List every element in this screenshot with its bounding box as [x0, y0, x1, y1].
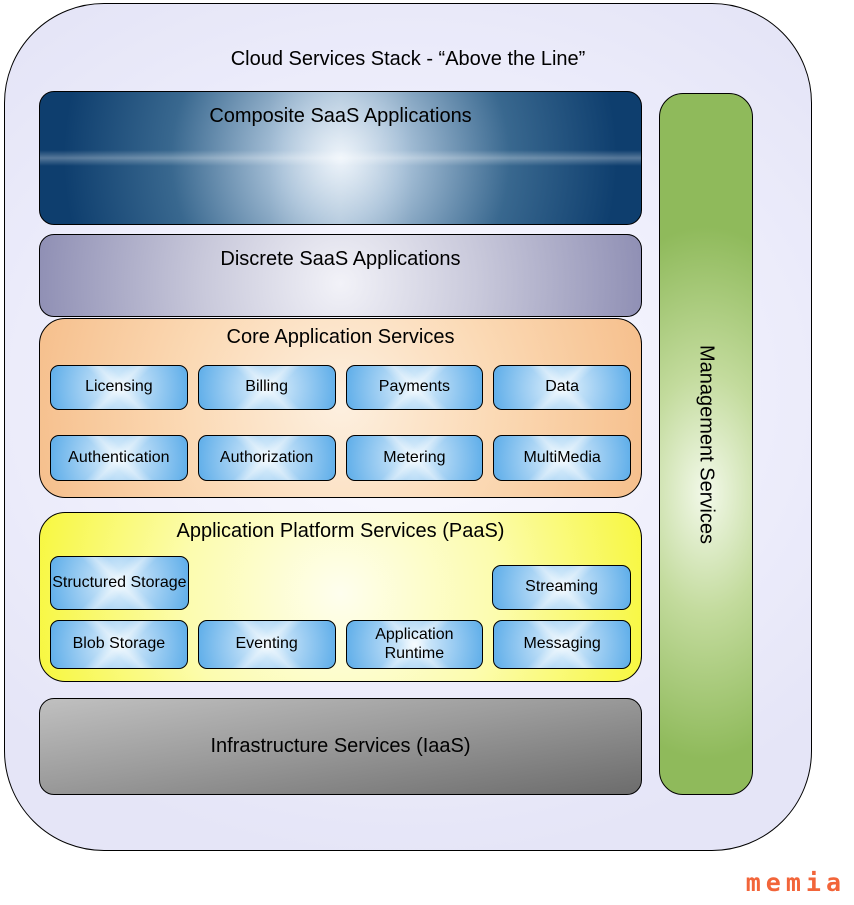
chip-authentication: Authentication — [50, 435, 188, 481]
paas-row-2: Blob Storage Eventing Application Runtim… — [50, 620, 631, 669]
paas-title: Application Platform Services (PaaS) — [176, 520, 505, 542]
core-row-2: Authentication Authorization Metering Mu… — [50, 435, 631, 481]
chip-messaging: Messaging — [493, 620, 631, 669]
composite-saas-box: Composite SaaS Applications — [39, 91, 642, 225]
chip-licensing: Licensing — [50, 365, 188, 410]
management-services-bar: Management Services — [659, 93, 753, 795]
core-services-title: Core Application Services — [226, 326, 455, 348]
iaas-label: Infrastructure Services (IaaS) — [210, 735, 471, 757]
chip-authorization: Authorization — [197, 435, 336, 481]
core-services-box: Core Application Services Licensing Bill… — [39, 318, 642, 498]
cloud-stack-container: Cloud Services Stack - “Above the Line” … — [4, 3, 812, 851]
chip-payments: Payments — [345, 365, 484, 410]
core-row-1: Licensing Billing Payments Data — [50, 365, 631, 410]
composite-saas-label: Composite SaaS Applications — [209, 105, 472, 127]
chip-metering: Metering — [345, 435, 484, 481]
management-services-label: Management Services — [695, 344, 718, 544]
iaas-box: Infrastructure Services (IaaS) — [39, 698, 642, 795]
chip-billing: Billing — [197, 365, 336, 410]
chip-blob-storage: Blob Storage — [50, 620, 188, 669]
chip-data: Data — [493, 365, 631, 410]
diagram-title: Cloud Services Stack - “Above the Line” — [230, 48, 586, 70]
paas-box: Application Platform Services (PaaS) Str… — [39, 512, 642, 682]
chip-eventing: Eventing — [197, 620, 336, 669]
chip-streaming: Streaming — [492, 565, 631, 610]
chip-multimedia: MultiMedia — [493, 435, 631, 481]
chip-application-runtime: Application Runtime — [345, 620, 484, 669]
memia-watermark: memia — [745, 868, 846, 897]
paas-row-1: Structured Storage Streaming — [50, 556, 631, 610]
discrete-saas-label: Discrete SaaS Applications — [220, 248, 461, 270]
chip-structured-storage: Structured Storage — [50, 556, 189, 610]
discrete-saas-box: Discrete SaaS Applications — [39, 234, 642, 317]
